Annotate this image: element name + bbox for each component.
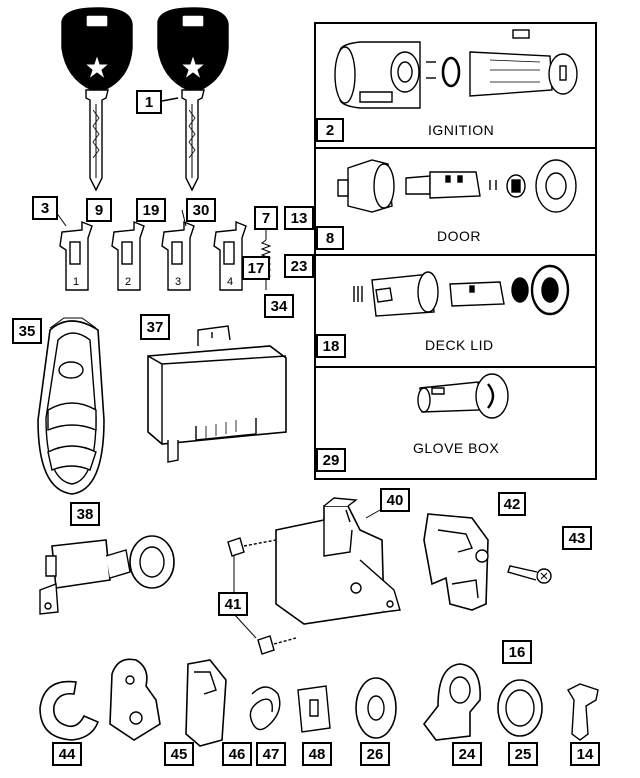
tumbler-3 [161,220,195,291]
callout-24: 24 [452,742,482,766]
screw-43 [507,565,552,584]
panel-label-glove-box: GLOVE BOX [413,440,500,456]
callout-18: 18 [316,334,346,358]
callout-45: 45 [164,742,194,766]
lever-45 [109,658,161,741]
callout-48: 48 [302,742,332,766]
callout-13: 13 [284,206,314,230]
callout-16: 16 [502,640,532,664]
control-module [147,325,287,463]
tumbler-number-2: 2 [125,276,132,288]
key-right [157,7,229,192]
screw-41-upper [227,537,277,557]
nut-25 [497,679,543,737]
screw-41-lower [257,635,297,655]
key-left [61,7,133,192]
callout-47: 47 [256,742,286,766]
callout-42: 42 [498,492,526,516]
callout-30: 30 [186,198,216,222]
ignition-assembly [334,29,578,109]
callout-44: 44 [52,742,82,766]
group-divider-2 [314,254,597,256]
spring-clip-14 [567,683,599,741]
remote-key-fob [37,317,105,495]
callout-2: 2 [316,118,344,142]
panel-label-door: DOOR [437,228,481,244]
panel-label-deck-lid: DECK LID [425,337,494,353]
callout-1: 1 [136,90,162,114]
callout-25: 25 [508,742,538,766]
tumbler-number-4: 4 [227,276,234,288]
deck-lid-assembly [353,264,570,317]
lock-housing [275,497,401,625]
spring-47 [249,686,281,731]
bezel-26 [355,677,397,739]
callout-43: 43 [562,526,592,550]
callout-26: 26 [360,742,390,766]
callout-8: 8 [316,226,344,250]
callout-35: 35 [12,318,42,344]
tumbler-1 [59,220,93,291]
callout-23: 23 [284,254,314,278]
cap-48 [297,685,331,733]
e-clip-44 [39,680,100,741]
callout-19: 19 [136,198,166,222]
callout-38: 38 [70,502,100,526]
callout-17: 17 [242,256,270,280]
lock-bracket [423,513,489,611]
callout-29: 29 [316,448,346,472]
callout-34: 34 [264,294,294,318]
tumbler-number-1: 1 [73,276,80,288]
callout-40: 40 [380,488,410,512]
callout-7: 7 [254,206,278,230]
retainer-24 [422,663,481,741]
clip-46 [185,659,227,747]
callout-37: 37 [140,314,170,340]
callout-9: 9 [86,198,112,222]
callout-14: 14 [570,742,600,766]
callout-41: 41 [218,592,248,616]
callout-3: 3 [32,196,58,220]
tumbler-number-3: 3 [175,276,182,288]
group-divider-1 [314,147,597,149]
panel-label-ignition: IGNITION [428,122,495,138]
transponder-reader [39,535,175,615]
group-divider-3 [314,366,597,368]
door-assembly [337,159,577,213]
glove-box-assembly [417,373,509,419]
leader-1 [161,97,179,102]
tumbler-2 [111,220,145,291]
assembly-group-box [314,22,597,480]
callout-46: 46 [222,742,252,766]
